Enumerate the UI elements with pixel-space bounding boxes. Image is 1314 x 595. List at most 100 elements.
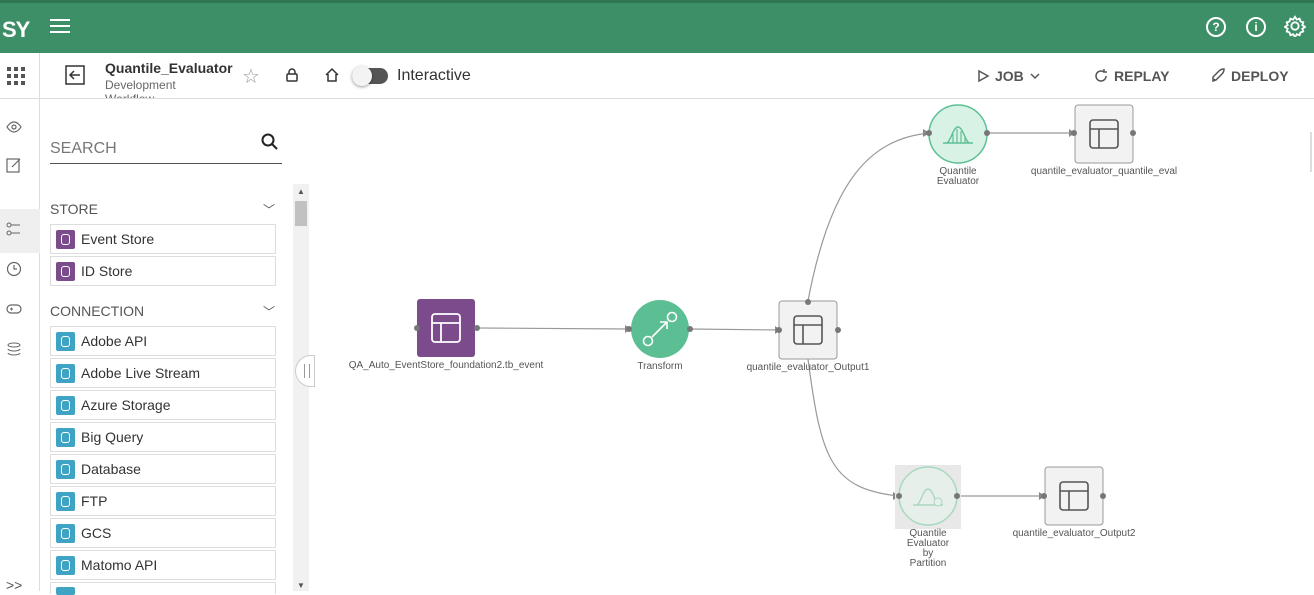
scrollbar-thumb[interactable]	[295, 201, 307, 226]
node-output2[interactable]	[1041, 466, 1106, 526]
section-store-label: STORE	[50, 201, 98, 217]
search-field[interactable]: SEARCH	[50, 132, 282, 164]
chevron-down-icon	[1030, 73, 1040, 80]
database-icon	[56, 459, 75, 479]
palette-item-id-store[interactable]: ID Store	[50, 256, 276, 286]
clock-icon[interactable]	[6, 261, 22, 277]
expand-rail-icon[interactable]: >>	[6, 577, 23, 593]
section-connection[interactable]: CONNECTION ﹀	[50, 303, 275, 319]
deploy-button-label: DEPLOY	[1231, 68, 1289, 84]
edge-output1-qe	[807, 132, 930, 302]
workflow-graph	[414, 104, 1136, 529]
interactive-toggle-label: Interactive	[397, 67, 471, 84]
palette-item-ftp[interactable]: FTP	[50, 486, 276, 516]
palette-item-azure-storage[interactable]: Azure Storage	[50, 390, 276, 420]
deploy-button[interactable]: DEPLOY	[1210, 68, 1289, 84]
node-transform[interactable]	[626, 300, 693, 358]
node-palette-sidebar: SEARCH STORE ﹀ Event Store ID Store CONN…	[40, 99, 311, 595]
settings-gear-icon[interactable]	[1283, 15, 1307, 41]
workflow-canvas[interactable]: QA_Auto_EventStore_foundation2.tb_event …	[295, 99, 1314, 591]
interactive-toggle[interactable]	[352, 66, 388, 86]
play-icon	[978, 69, 990, 83]
palette-item-label: Database	[81, 461, 141, 477]
left-rail: >>	[0, 99, 40, 593]
node-qep-label: Quantile Evaluator by Partition	[906, 528, 950, 569]
section-store[interactable]: STORE ﹀	[50, 201, 275, 217]
favorite-star-icon[interactable]: ☆	[242, 66, 260, 88]
app-logo[interactable]: SY	[2, 17, 30, 42]
toggle-knob	[352, 66, 372, 86]
sidebar-scrollbar[interactable]: ▲ ▼	[293, 184, 309, 591]
folder-icon	[56, 491, 75, 511]
gamepad-icon[interactable]	[6, 301, 22, 317]
home-icon[interactable]	[324, 67, 340, 83]
rocket-icon	[1212, 68, 1225, 83]
help-icon[interactable]: ?	[1206, 17, 1226, 37]
adobe-stream-icon	[56, 363, 75, 383]
cloud-storage-icon	[56, 523, 75, 543]
node-source[interactable]	[414, 299, 480, 357]
scroll-down-arrow-icon[interactable]: ▼	[297, 581, 305, 590]
palette-item-adobe-api[interactable]: Adobe API	[50, 326, 276, 356]
replay-button[interactable]: REPLAY	[1093, 68, 1170, 84]
rail-active-highlight	[0, 209, 40, 253]
palette-item-label: Adobe Live Stream	[81, 365, 201, 381]
palette-item-label: Event Store	[81, 231, 155, 247]
workflow-toolbar: Quantile_Evaluator Development Workflow …	[0, 53, 1314, 99]
palette-item-label: Big Query	[81, 429, 144, 445]
scroll-up-arrow-icon[interactable]: ▲	[297, 187, 305, 196]
palette-item-label: FTP	[81, 493, 108, 509]
id-database-icon	[56, 261, 75, 281]
back-arrow-icon[interactable]	[64, 64, 86, 86]
edge-output1-qep	[807, 358, 900, 497]
chevron-down-icon[interactable]: ﹀	[262, 305, 275, 319]
palette-item-gcs[interactable]: GCS	[50, 518, 276, 548]
palette-item-database[interactable]: Database	[50, 454, 276, 484]
section-connection-label: CONNECTION	[50, 303, 145, 319]
palette-item-label: Matomo API	[81, 557, 158, 573]
node-qe-label: Quantile Evaluator	[936, 166, 980, 187]
replay-icon	[1095, 69, 1107, 82]
palette-item-label: GCS	[81, 525, 112, 541]
palette-item-adobe-live-stream[interactable]: Adobe Live Stream	[50, 358, 276, 388]
palette-item-partial[interactable]	[50, 582, 276, 595]
palette-item-label: ID Store	[81, 263, 133, 279]
search-icon[interactable]	[261, 133, 279, 151]
node-output2-label: quantile_evaluator_Output2	[1012, 528, 1136, 539]
palette-item-label: Adobe API	[81, 333, 148, 349]
canvas-right-edge	[1310, 132, 1312, 172]
layers-icon[interactable]	[6, 341, 22, 357]
node-qe-output-label: quantile_evaluator_quantile_eval	[1030, 166, 1178, 177]
node-transform-label: Transform	[637, 361, 683, 372]
node-quantile-evaluator[interactable]	[926, 104, 990, 164]
edge-transform-output1	[688, 328, 780, 331]
node-source-label: QA_Auto_EventStore_foundation2.tb_event	[348, 360, 544, 371]
chevron-down-icon[interactable]: ﹀	[262, 203, 275, 217]
workflow-icon[interactable]	[6, 221, 22, 237]
palette-item-big-query[interactable]: Big Query	[50, 422, 276, 452]
info-icon[interactable]: i	[1246, 17, 1266, 37]
node-quantile-evaluator-partition[interactable]	[895, 465, 961, 529]
replay-button-label: REPLAY	[1114, 68, 1170, 84]
edges	[476, 132, 1073, 497]
apps-grid-icon[interactable]	[7, 67, 25, 85]
matomo-icon	[56, 555, 75, 575]
database-icon	[56, 229, 75, 249]
edit-note-icon[interactable]	[6, 157, 22, 173]
node-qe-output[interactable]	[1071, 104, 1136, 164]
job-button-label: JOB	[995, 68, 1024, 84]
workflow-title: Quantile_Evaluator	[105, 60, 233, 76]
palette-item-matomo-api[interactable]: Matomo API	[50, 550, 276, 580]
hamburger-menu-icon[interactable]	[50, 19, 70, 35]
lock-icon[interactable]	[285, 68, 299, 82]
search-placeholder: SEARCH	[50, 140, 117, 157]
azure-icon	[56, 395, 75, 415]
node-output1-label: quantile_evaluator_Output1	[746, 362, 870, 373]
node-output1[interactable]	[776, 299, 841, 360]
eye-icon[interactable]	[6, 119, 22, 135]
workflow-subtitle: Development Workflow	[105, 78, 176, 98]
job-button[interactable]: JOB	[976, 68, 1041, 84]
palette-item-label: Azure Storage	[81, 397, 171, 413]
palette-item-event-store[interactable]: Event Store	[50, 224, 276, 254]
top-bar: SY ? i	[0, 0, 1314, 53]
